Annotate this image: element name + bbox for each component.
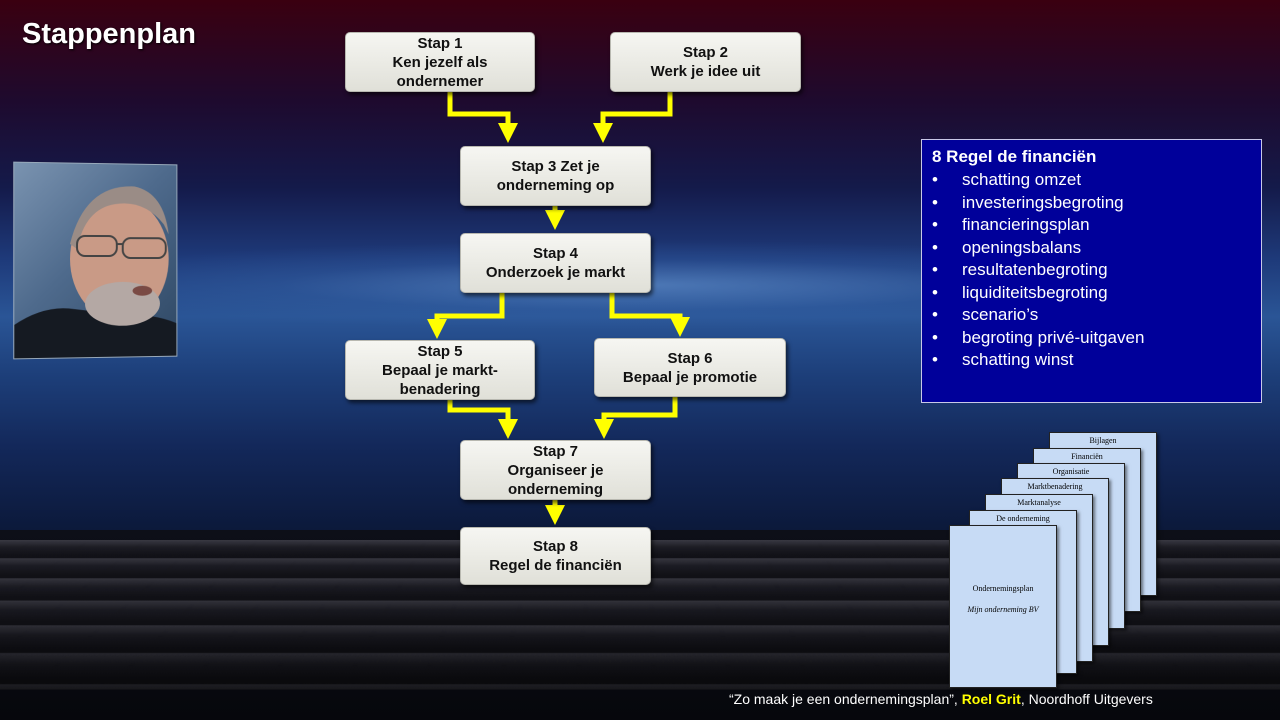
info-item: • scenario’s (932, 304, 1251, 327)
info-item: • openingsbalans (932, 237, 1251, 260)
step-3-label: Stap 3 Zet je (511, 158, 600, 175)
step-2-label: Stap 2 (682, 44, 728, 61)
info-item-text: schatting omzet (962, 170, 1082, 189)
step-7-text: Organiseer je onderneming (507, 461, 604, 498)
step-5-box: Stap 5 Bepaal je markt-benadering (345, 340, 535, 400)
step-2-box: Stap 2 Werk je idee uit (610, 32, 801, 92)
step-1-box: Stap 1 Ken jezelf als ondernemer (345, 32, 535, 92)
step-6-label: Stap 6 (667, 349, 713, 367)
webcam-video (13, 161, 178, 360)
step-3-text: onderneming op (496, 177, 615, 194)
bullet-icon: • (932, 350, 938, 369)
step-7-label: Stap 7 (532, 442, 578, 460)
step-8-label: Stap 8 (532, 538, 578, 555)
doc-tab-label: De onderneming (996, 514, 1050, 523)
info-item-text: openingsbalans (962, 237, 1082, 257)
step-2-text: Werk je idee uit (650, 63, 761, 80)
arrow-4-6 (609, 293, 690, 337)
citation-quote: “Zo maak je een ondernemingsplan”, (729, 691, 962, 707)
info-item-text: resultatenbegroting (962, 260, 1108, 279)
info-item-text: scenario’s (962, 305, 1039, 324)
info-item-text: investeringsbegroting (962, 192, 1124, 212)
doc-tab-label: Financiën (1071, 452, 1103, 461)
step-4-label: Stap 4 (532, 245, 578, 262)
step-1-label: Stap 1 (417, 34, 463, 52)
arrow-5-7 (447, 400, 518, 439)
info-box-title: 8 Regel de financiën (932, 147, 1097, 166)
doc-front-subtitle: Mijn onderneming BV (967, 605, 1039, 614)
source-citation: “Zo maak je een ondernemingsplan”, Roel … (729, 691, 1153, 707)
step-8-text: Regel de financiën (489, 557, 622, 574)
doc-tab-label: Marktbenadering (1027, 482, 1083, 491)
bullet-icon: • (932, 282, 938, 302)
step-4-box: Stap 4 Onderzoek je markt (460, 233, 651, 293)
doc-front-title: Ondernemingsplan (972, 584, 1034, 593)
info-item-text: begroting privé-uitgaven (962, 327, 1145, 347)
info-item: • schatting omzet (932, 169, 1251, 192)
bullet-icon: • (932, 192, 938, 212)
doc-front-page: Ondernemingsplan Mijn onderneming BV (949, 525, 1057, 688)
bullet-icon: • (932, 215, 938, 234)
step-4-text: Onderzoek je markt (485, 264, 626, 281)
bullet-icon: • (932, 260, 938, 279)
bullet-icon: • (932, 305, 938, 324)
info-item-text: liquiditeitsbegroting (962, 282, 1108, 302)
finance-info-box: 8 Regel de financiën • schatting omzet • i… (921, 139, 1262, 403)
info-item: • schatting winst (932, 349, 1251, 372)
step-6-box: Stap 6 Bepaal je promotie (594, 338, 786, 397)
info-box-list: •schatting omzet •investeringsbegroting … (932, 169, 1251, 372)
info-item-text: financieringsplan (962, 215, 1090, 234)
arrow-4-5 (427, 293, 505, 339)
step-6-text: Bepaal je promotie (622, 368, 758, 386)
arrow-1-3 (447, 92, 518, 143)
step-5-label: Stap 5 (417, 342, 463, 360)
doc-tab-label: Marktanalyse (1017, 498, 1061, 507)
info-item: • financieringsplan (932, 214, 1251, 237)
step-5-text: Bepaal je markt-benadering (382, 361, 498, 398)
info-item: • investeringsbegroting (932, 192, 1251, 215)
step-1-text: Ken jezelf als ondernemer (392, 53, 488, 90)
slide-title: Stappenplan (22, 18, 197, 50)
info-item: • resultatenbegroting (932, 259, 1251, 282)
step-7-box: Stap 7 Organiseer je onderneming (460, 440, 651, 500)
bullet-icon: • (932, 327, 938, 347)
step-3-box: Stap 3 Zet je onderneming op (460, 146, 651, 206)
arrow-2-3 (593, 92, 673, 143)
citation-author: Roel Grit (961, 691, 1021, 707)
info-item-text: schatting winst (962, 350, 1074, 369)
doc-tab-label: Organisatie (1052, 467, 1090, 476)
info-item: • begroting privé-uitgaven (932, 327, 1251, 350)
arrow-6-7 (594, 397, 678, 439)
bullet-icon: • (932, 170, 938, 189)
info-item: • liquiditeitsbegroting (932, 282, 1251, 305)
step-8-box: Stap 8 Regel de financiën (460, 527, 651, 585)
bullet-icon: • (932, 237, 938, 257)
doc-tab-label: Bijlagen (1089, 436, 1117, 445)
citation-publisher: , Noordhoff Uitgevers (1020, 691, 1153, 707)
